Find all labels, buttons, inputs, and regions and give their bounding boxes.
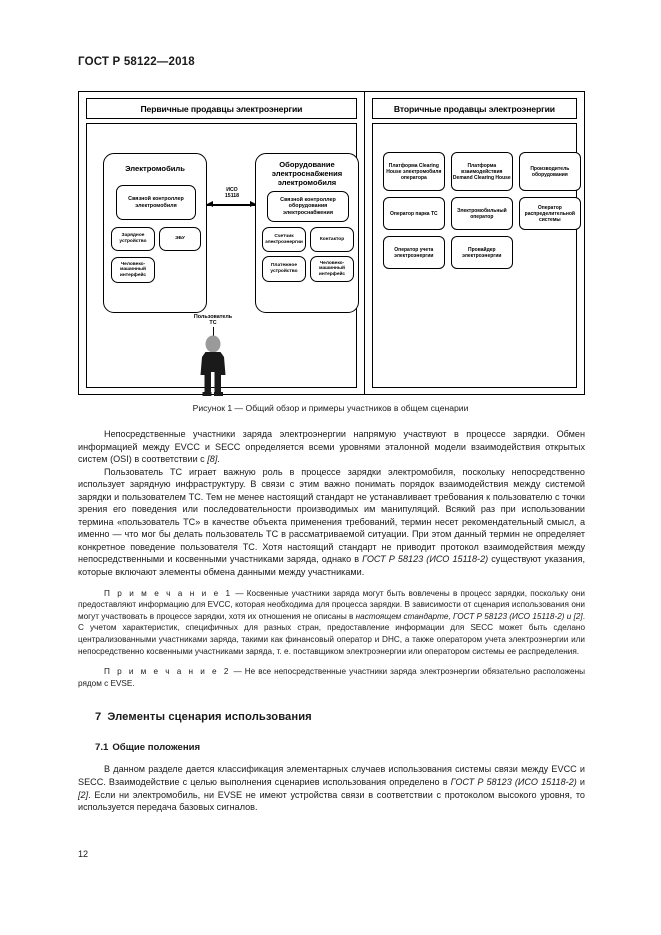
column-header-secondary: Вторичные продавцы электроэнергии [371, 98, 577, 119]
ev-ecu-box: ЭБУ [159, 227, 201, 251]
figure-caption: Рисунок 1 — Общий обзор и примеры участн… [192, 403, 469, 413]
document-header: ГОСТ Р 58122—2018 [78, 56, 195, 68]
paragraph-2-end: существуют указания, которые включают эл… [78, 554, 585, 578]
body-text: Непосредственные участники заряда электр… [78, 428, 585, 814]
iso15118-arrow-left [207, 201, 213, 208]
evse-contactor-box: Контактор [310, 227, 354, 252]
figure-frame: Первичные продавцы электроэнергии Электр… [78, 91, 585, 396]
figure-1: Первичные продавцы электроэнергии Электр… [78, 91, 585, 396]
secondary-box-equipment-manufacturer: Производитель оборудования [518, 152, 581, 191]
paragraph-3-ref-1: ГОСТ Р 58123 (ИСО 15118-2) [450, 776, 577, 787]
note-1-ref-1: настоящем стандарте, [355, 611, 451, 621]
note-2-label: П р и м е ч а н и е 2 [104, 667, 231, 677]
vehicle-user-icon [200, 335, 226, 396]
note-1-ref-2: ГОСТ Р 58123 (ИСО 15118-2) и [2] [453, 611, 583, 621]
section-7-1-title: Общие положения [112, 741, 201, 753]
note-2-text: — Не все непосредственные участники заря… [78, 667, 585, 688]
vehicle-user-label-line1: Пользователь [193, 314, 233, 320]
iso15118-label-line1: ИСО [226, 187, 238, 193]
secondary-box-demand-clearing-house: Платформа взаимодействия Demand Clearing… [450, 152, 513, 191]
secondary-box-metering-operator: Оператор учета электроэнергии [382, 236, 445, 269]
iso15118-arrow-right [250, 201, 256, 208]
paragraph-2-ref: ГОСТ Р 58123 (ИСО 15118-2) [362, 554, 489, 565]
vehicle-user-label-line2: ТС [209, 320, 217, 327]
evse-group-title: Оборудование электроснабжения электромоб… [271, 160, 343, 187]
ev-communication-controller-box: Связной контроллер электромобиля [116, 185, 196, 220]
evse-communication-controller-box: Связной контроллер оборудования электрос… [267, 191, 349, 222]
note-1-text-a: — Косвенные участники заряда могут быть … [78, 588, 585, 621]
section-7-number: 7 [95, 711, 102, 724]
paragraph-1: Непосредственные участники заряда электр… [78, 428, 585, 466]
secondary-box-emobility-operator: Электромобильный оператор [450, 197, 513, 230]
section-heading-7: 7 Элементы сценария использования [78, 711, 585, 724]
figure-column-secondary: Вторичные продавцы электроэнергии Платфо… [365, 92, 584, 394]
note-2: П р и м е ч а н и е 2 — Не все непосредс… [78, 666, 585, 689]
paragraph-2-text: Пользователь ТС играет важную роль в про… [78, 466, 585, 565]
ev-charger-box: Зарядное устройство [111, 227, 155, 251]
iso15118-label-line2: 15118 [224, 193, 240, 199]
paragraph-1-ref: [8] [207, 454, 218, 465]
evse-group: Оборудование электроснабжения электромоб… [255, 153, 359, 313]
secondary-box-energy-provider: Провайдер электроэнергии [450, 236, 513, 269]
iso15118-connector-line [207, 204, 255, 206]
secondary-box-dso: Оператор распределительной системы [518, 197, 581, 230]
page-number: 12 [78, 849, 89, 859]
secondary-box-fleet-operator: Оператор парка ТС [382, 197, 445, 230]
section-7-title: Элементы сценария использования [107, 711, 312, 724]
vehicle-user-stem [212, 327, 214, 336]
secondary-box-clearing-house-platform: Платформа Clearing House электромобиля о… [382, 152, 445, 191]
column-header-primary: Первичные продавцы электроэнергии [86, 98, 357, 119]
paragraph-2: Пользователь ТС играет важную роль в про… [78, 466, 585, 579]
column-body-secondary: Платформа Clearing House электромобиля о… [371, 123, 581, 388]
paragraph-3-text-a: В данном разделе дается классификация эл… [78, 764, 585, 787]
paragraph-1-text: Непосредственные участники заряда электр… [78, 429, 585, 465]
paragraph-3-ref-2: [2] [78, 789, 89, 800]
evse-hmi-box: Человеко-машинный интерфейс [310, 256, 354, 282]
paragraph-1-end: . [217, 454, 220, 465]
ev-group-title: Электромобиль [125, 164, 185, 173]
paragraph-3: В данном разделе дается классификация эл… [78, 763, 585, 813]
vehicle-user-label: Пользователь ТС [173, 314, 253, 327]
evse-payment-device-box: Платежное устройство [262, 256, 306, 282]
paragraph-3-text-b: и [576, 776, 586, 787]
ev-group: Электромобиль Связной контроллер электро… [103, 153, 207, 313]
note-1-label: П р и м е ч а н и е 1 [104, 588, 233, 598]
note-1-text-c: . С учетом характеристик, специфичных дл… [78, 611, 585, 656]
section-7-1-number: 7.1 [95, 741, 109, 753]
ev-hmi-box: Человеко-машинный интерфейс [111, 257, 155, 283]
paragraph-3-text-c: . Если ни электромобиль, ни EVSE не имею… [78, 789, 585, 813]
note-1: П р и м е ч а н и е 1 — Косвенные участн… [78, 588, 585, 658]
column-body-primary: Электромобиль Связной контроллер электро… [86, 123, 359, 396]
evse-meter-box: Счетчик электроэнергии [262, 227, 306, 252]
iso15118-label: ИСО 15118 [213, 187, 251, 199]
figure-column-primary: Первичные продавцы электроэнергии Электр… [79, 92, 365, 396]
